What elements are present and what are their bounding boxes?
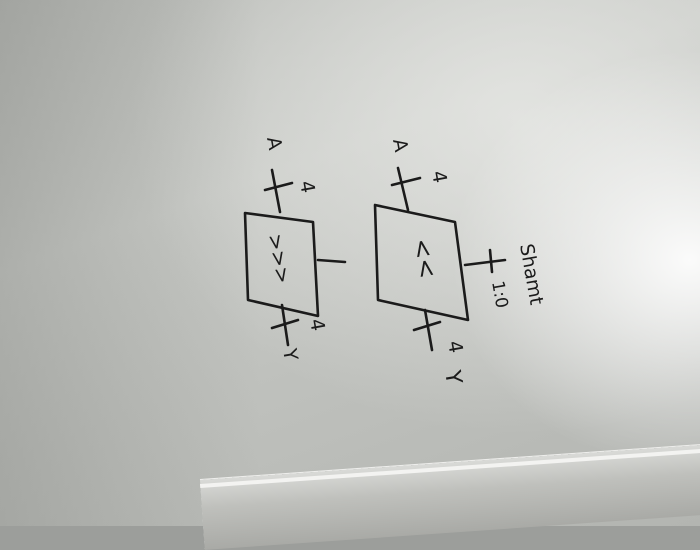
bottom-input-width: 4 — [295, 179, 319, 195]
top-output-label: Y — [439, 368, 466, 387]
top-input-wire — [396, 166, 410, 212]
top-input-slash — [390, 176, 422, 187]
bottom-operator: >>> — [263, 232, 295, 286]
bottom-shifter — [243, 168, 347, 347]
bottom-output-slash — [270, 318, 300, 330]
handwriting-layer: A 4 << Shamt 1:0 4 Y A 4 >>> 4 Y — [243, 135, 547, 387]
top-shamt-label: Shamt — [515, 242, 547, 307]
bottom-output-label: Y — [278, 346, 302, 363]
whiteboard-shadow — [0, 0, 260, 526]
whiteboard — [0, 0, 700, 526]
top-shifter — [373, 166, 507, 352]
bottom-input-wire — [270, 168, 282, 214]
top-shifter-block — [373, 203, 470, 322]
top-output-width: 4 — [443, 339, 467, 355]
top-shamt-wire — [463, 258, 507, 267]
bottom-input-slash — [263, 181, 294, 192]
top-input-label: A — [388, 137, 412, 154]
bottom-control-wire — [316, 258, 347, 264]
bottom-output-width: 4 — [305, 317, 329, 333]
top-output-wire — [423, 308, 434, 352]
top-output-slash — [412, 320, 442, 332]
top-shamt-value: 1:0 — [487, 279, 511, 309]
top-shamt-tick — [488, 248, 494, 274]
bottom-input-label: A — [262, 135, 286, 152]
top-input-width: 4 — [427, 169, 451, 185]
bottom-shifter-block — [243, 211, 320, 318]
top-operator: << — [407, 236, 442, 280]
